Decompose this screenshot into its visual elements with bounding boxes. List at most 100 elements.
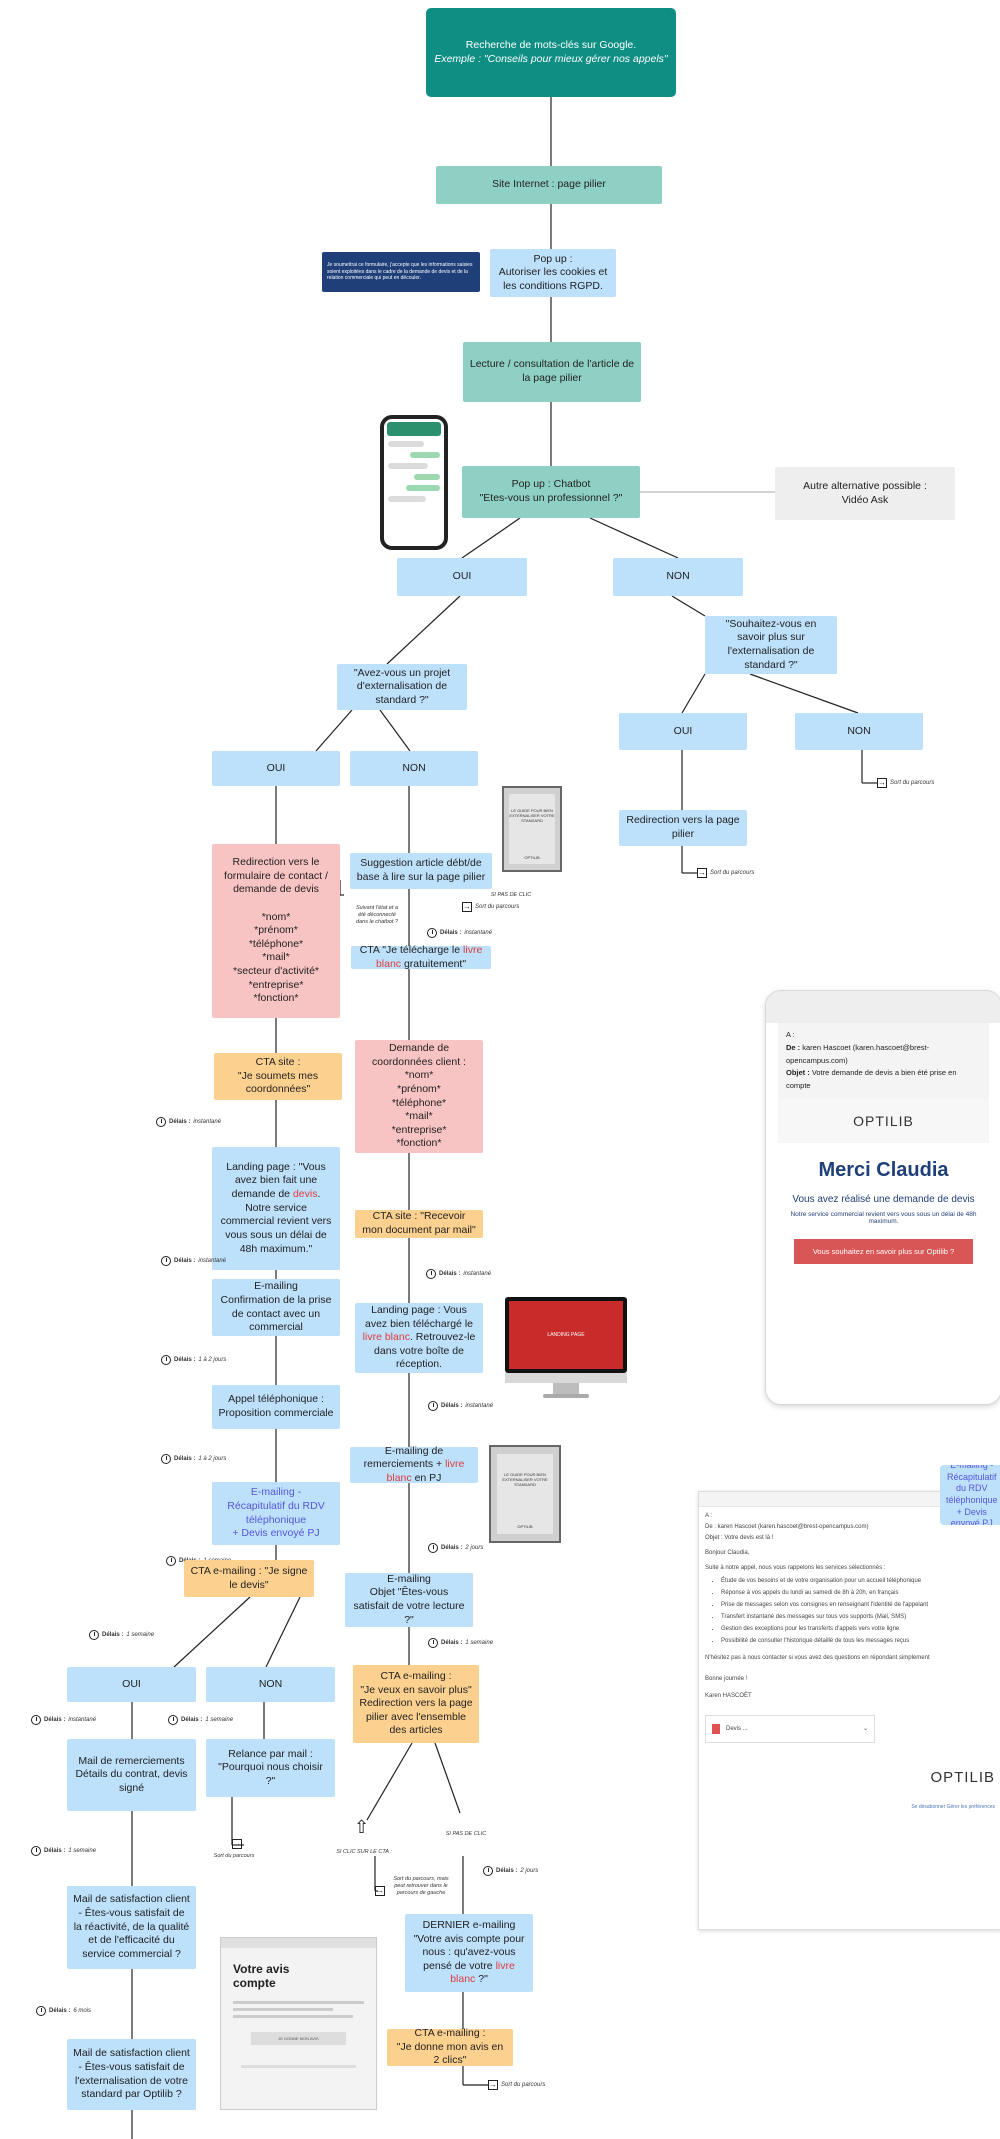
email1-cta-button[interactable]: Vous souhaitez en savoir plus sur Optili… bbox=[794, 1238, 973, 1264]
exit-icon: → bbox=[488, 2080, 498, 2090]
email1-note: Notre service commercial revient vers vo… bbox=[790, 1210, 977, 1225]
emailing-remerc-a: E-mailing de remerciements + bbox=[363, 1444, 446, 1471]
node-oui-externalisation: OUI bbox=[619, 713, 747, 750]
delai-value: 1 semaine bbox=[126, 1632, 155, 1638]
node-mail-satisfaction-commercial: Mail de satisfaction client - Êtes-vous … bbox=[67, 1886, 196, 1969]
delai-2-jours-a: Délais :2 jours bbox=[428, 1543, 483, 1553]
emailing-remerc-text: E-mailing de remerciements + livre blanc… bbox=[356, 1445, 472, 1486]
email2-unsubscribe[interactable]: Se désabonner Gérer les préférences bbox=[911, 1803, 995, 1810]
landing-devis-text-a: Landing page : "Vous avez bien fait une … bbox=[226, 1160, 326, 1201]
email-merci-claudia-mockup: A : De : karen Hascoet (karen.hascoet@br… bbox=[765, 990, 1000, 1405]
delai-prefix: Délais : bbox=[174, 1456, 196, 1462]
livre-blanc-title: LE GUIDE POUR BIEN EXTERNALISER VOTRE ST… bbox=[502, 1472, 548, 1487]
node-oui-signe: OUI bbox=[67, 1667, 196, 1702]
node-non-professionnel: NON bbox=[613, 558, 743, 596]
email2-attachment[interactable]: Devis ... ⌄ bbox=[705, 1715, 875, 1744]
delai-value: instantané bbox=[68, 1717, 97, 1723]
delai-value: instantané bbox=[198, 1258, 227, 1264]
chat-bubble bbox=[414, 474, 440, 480]
delai-instantane-1: Délais :instantané bbox=[156, 1117, 221, 1127]
node-emailing-confirmation: E-mailing Confirmation de la prise de co… bbox=[212, 1279, 340, 1336]
node-alternative-video-ask: Autre alternative possible : Vidéo Ask bbox=[775, 467, 955, 520]
node-suggestion-article: Suggestion article débt/de base à lire s… bbox=[350, 853, 492, 889]
avis-mock-button: JE DONNE MON AVIS bbox=[251, 2031, 346, 2045]
imac-screen-content: LANDING PAGE bbox=[509, 1301, 623, 1369]
exit-after-redirection: →Sort du parcours bbox=[697, 868, 754, 878]
delai-value: 1 semaine bbox=[68, 1848, 97, 1854]
clock-icon bbox=[156, 1117, 166, 1127]
node-google-search-example: Exemple : "Conseils pour mieux gérer nos… bbox=[434, 52, 668, 65]
dernier-a: DERNIER e-mailing "Votre avis compte pou… bbox=[413, 1918, 525, 1972]
email2-service-item: Possibilité de consulter l'historique dé… bbox=[721, 1637, 995, 1646]
delai-1-semaine-c: Délais :1 semaine bbox=[168, 1715, 233, 1725]
delai-value: 1 semaine bbox=[205, 1717, 234, 1723]
rgpd-checkbox-note: Je soumettrai ce formulaire, j'accepte q… bbox=[322, 252, 480, 292]
phone-header bbox=[387, 422, 441, 436]
exit-after-relance: → bbox=[232, 1839, 242, 1849]
delai-value: 1 à 2 jours bbox=[198, 1357, 227, 1363]
exit-after-cta-avis: →Sort du parcours bbox=[488, 2080, 545, 2090]
node-oui-projet: OUI bbox=[212, 751, 340, 786]
delai-1-semaine-b: Délais :1 semaine bbox=[89, 1630, 154, 1640]
avis-mock-line bbox=[233, 2000, 364, 2004]
livre-blanc-cover-inner: LE GUIDE POUR BIEN EXTERNALISER VOTRE ST… bbox=[497, 1454, 553, 1534]
email1-subject-row: Objet : Votre demande de devis a bien ét… bbox=[786, 1067, 981, 1093]
delai-prefix: Délais : bbox=[440, 930, 462, 936]
livre-blanc-brand: OPTILIB bbox=[517, 1524, 533, 1529]
email1-to: A : bbox=[786, 1030, 795, 1039]
avis-email-mockup: Votre avis compte JE DONNE MON AVIS bbox=[220, 1937, 377, 2110]
node-emailing-remerciements: E-mailing de remerciements + livre blanc… bbox=[350, 1445, 478, 1486]
exit-label: Sort du parcours bbox=[890, 780, 935, 786]
si-clic-label: SI CLIC SUR LE CTA : bbox=[336, 1849, 392, 1855]
exit-icon: → bbox=[697, 868, 707, 878]
email2-signature: Karen HASCOËT bbox=[705, 1693, 752, 1700]
livre-blanc-brand: OPTILIB bbox=[524, 855, 540, 860]
node-landing-devis: Landing page : "Vous avez bien fait une … bbox=[212, 1147, 340, 1270]
note-suggestion: Suivant l'état et a été déconnecté dans … bbox=[355, 905, 399, 925]
email2-greeting: Bonjour Claudia, bbox=[705, 1550, 750, 1557]
delai-prefix: Délais : bbox=[174, 1258, 196, 1264]
email1-merci: Merci Claudia bbox=[818, 1158, 949, 1181]
delai-1-2-jours-a: Délais :1 à 2 jours bbox=[161, 1355, 226, 1365]
delai-value: 1 semaine bbox=[465, 1640, 494, 1646]
email2-service-item: Prise de messages selon vos consignes en… bbox=[721, 1601, 995, 1610]
delai-value: instantané bbox=[463, 1271, 492, 1277]
si-pas-clic-label-1: SI PAS DE CLIC bbox=[490, 892, 532, 898]
delai-prefix: Délais : bbox=[441, 1640, 463, 1646]
delai-value: instantané bbox=[193, 1119, 222, 1125]
delai-prefix: Délais : bbox=[44, 1717, 66, 1723]
landing-livre-c: . Retrouvez-le dans votre boîte de récep… bbox=[374, 1331, 476, 1371]
node-demande-coordonnees: Demande de coordonnées client : *nom* *p… bbox=[355, 1040, 483, 1153]
emailing-remerc-b: livre blanc bbox=[386, 1458, 465, 1484]
email-devis-mockup: A : De : karen Hascoet (karen.hascoet@br… bbox=[698, 1491, 1000, 1930]
delai-prefix: Délais : bbox=[49, 2008, 71, 2014]
clock-icon bbox=[31, 1846, 41, 1856]
email2-brand: OPTILIB bbox=[930, 1769, 995, 1787]
exit-icon: → bbox=[877, 778, 887, 788]
email1-subject: Votre demande de devis a bien été prise … bbox=[786, 1068, 957, 1090]
chat-bubble bbox=[410, 452, 440, 458]
email1-meta: A : De : karen Hascoet (karen.hascoet@br… bbox=[778, 1023, 989, 1099]
delai-1-semaine-e: Délais :1 semaine bbox=[428, 1638, 493, 1648]
node-cta-soumets: CTA site : "Je soumets mes coordonnées" bbox=[214, 1053, 342, 1100]
node-dernier-emailing: DERNIER e-mailing "Votre avis compte pou… bbox=[405, 1914, 533, 1992]
node-relance-mail: Relance par mail : "Pourquoi nous choisi… bbox=[206, 1739, 335, 1797]
node-cta-recevoir-document: CTA site : "Recevoir mon document par ma… bbox=[355, 1210, 483, 1238]
clock-icon bbox=[161, 1454, 171, 1464]
node-redirection-page-pilier: Redirection vers la page pilier bbox=[619, 810, 747, 846]
node-cta-en-savoir-plus: CTA e-mailing : "Je veux en savoir plus"… bbox=[353, 1665, 479, 1743]
email2-header-bar bbox=[699, 1492, 1000, 1507]
delai-prefix: Délais : bbox=[439, 1271, 461, 1277]
email1-from: karen Hascoet (karen.hascoet@brest-openc… bbox=[786, 1042, 930, 1065]
clock-icon bbox=[168, 1715, 178, 1725]
delai-2-jours-b: Délais :2 jours bbox=[483, 1866, 538, 1876]
node-cta-donne-avis: CTA e-mailing : "Je donne mon avis en 2 … bbox=[387, 2027, 513, 2066]
node-appel-telephonique: Appel téléphonique : Proposition commerc… bbox=[212, 1385, 340, 1429]
cta-livre-text: CTA "Je télécharge le livre blanc gratui… bbox=[357, 944, 485, 971]
livre-blanc-cover-2: LE GUIDE POUR BIEN EXTERNALISER VOTRE ST… bbox=[489, 1445, 561, 1543]
landing-livre-a: Landing page : Vous avez bien téléchargé… bbox=[365, 1303, 473, 1330]
exit-label-relance: Sort du parcours bbox=[213, 1853, 255, 1859]
chat-bubble bbox=[388, 463, 428, 469]
node-landing-livre-blanc: Landing page : Vous avez bien téléchargé… bbox=[355, 1303, 483, 1373]
exit-after-suggestion: →Sort du parcours bbox=[462, 902, 519, 912]
